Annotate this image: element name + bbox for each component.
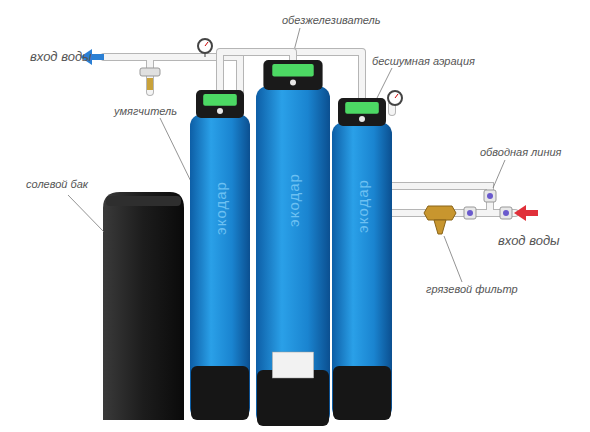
part-label: солевой бак [26,178,88,190]
part-label: вход воды [30,49,92,64]
control-valve [196,90,244,118]
mud-filter-bowl [434,220,446,234]
tank-drawing [332,98,392,420]
valve-handle [467,210,473,216]
leader-line [376,68,392,100]
part-label: обезжелезиватель [282,14,381,26]
mud-filter [424,206,456,220]
filter-tank: экодар [256,60,330,426]
salt-tank-body [103,192,184,420]
valve-button [290,80,296,86]
gauge-needle [205,42,208,46]
tank-base [191,366,249,420]
valve-display [345,102,379,114]
part-label: умягчитель [114,105,177,117]
pipe-group [293,52,362,98]
flow-arrow [514,205,538,221]
pressure-gauge [198,39,212,53]
leader-line [444,236,462,282]
ball-valve [484,190,496,202]
tank-body [190,114,250,420]
leader-line [68,195,104,232]
valve-display [272,64,313,77]
valve-handle [503,210,509,216]
leader-line [291,28,300,62]
salt-tank [103,192,184,420]
pipe-group [220,52,293,90]
tank-drawing [256,60,330,426]
pressure-gauge [388,91,402,105]
pipe-outline [293,52,362,98]
ball-valve [464,207,476,219]
tank-base [333,366,391,420]
leader-line [493,160,505,188]
part-label: обводная линия [480,146,561,158]
part-label: бесшумная аэрация [372,55,475,67]
tank-base [257,370,329,426]
brand-logo: экодар [212,181,229,235]
brand-logo: экодар [354,179,371,233]
brand-logo: экодар [285,173,302,227]
tank-sticker [272,352,313,378]
control-valve [338,98,386,126]
valve-display [203,94,237,106]
tank-body [256,86,330,426]
pipe-outline [220,52,293,90]
valve-button [359,116,365,122]
valve-button [217,108,223,114]
filter-tank: экодар [190,90,250,420]
pipe-connector [220,52,293,90]
part-label: вход воды [498,233,560,248]
control-valve [263,60,322,90]
gauge-needle [395,94,398,98]
filter-tank: экодар [332,98,392,420]
part-label: грязевой фильтр [426,283,518,295]
valve-handle [487,193,493,199]
valve [140,68,160,76]
ball-valve [500,207,512,219]
valve-brass [147,78,153,90]
tank-drawing [190,90,250,420]
salt-tank-lid [106,196,181,206]
pipe-connector [293,52,362,98]
tank-body [332,122,392,420]
